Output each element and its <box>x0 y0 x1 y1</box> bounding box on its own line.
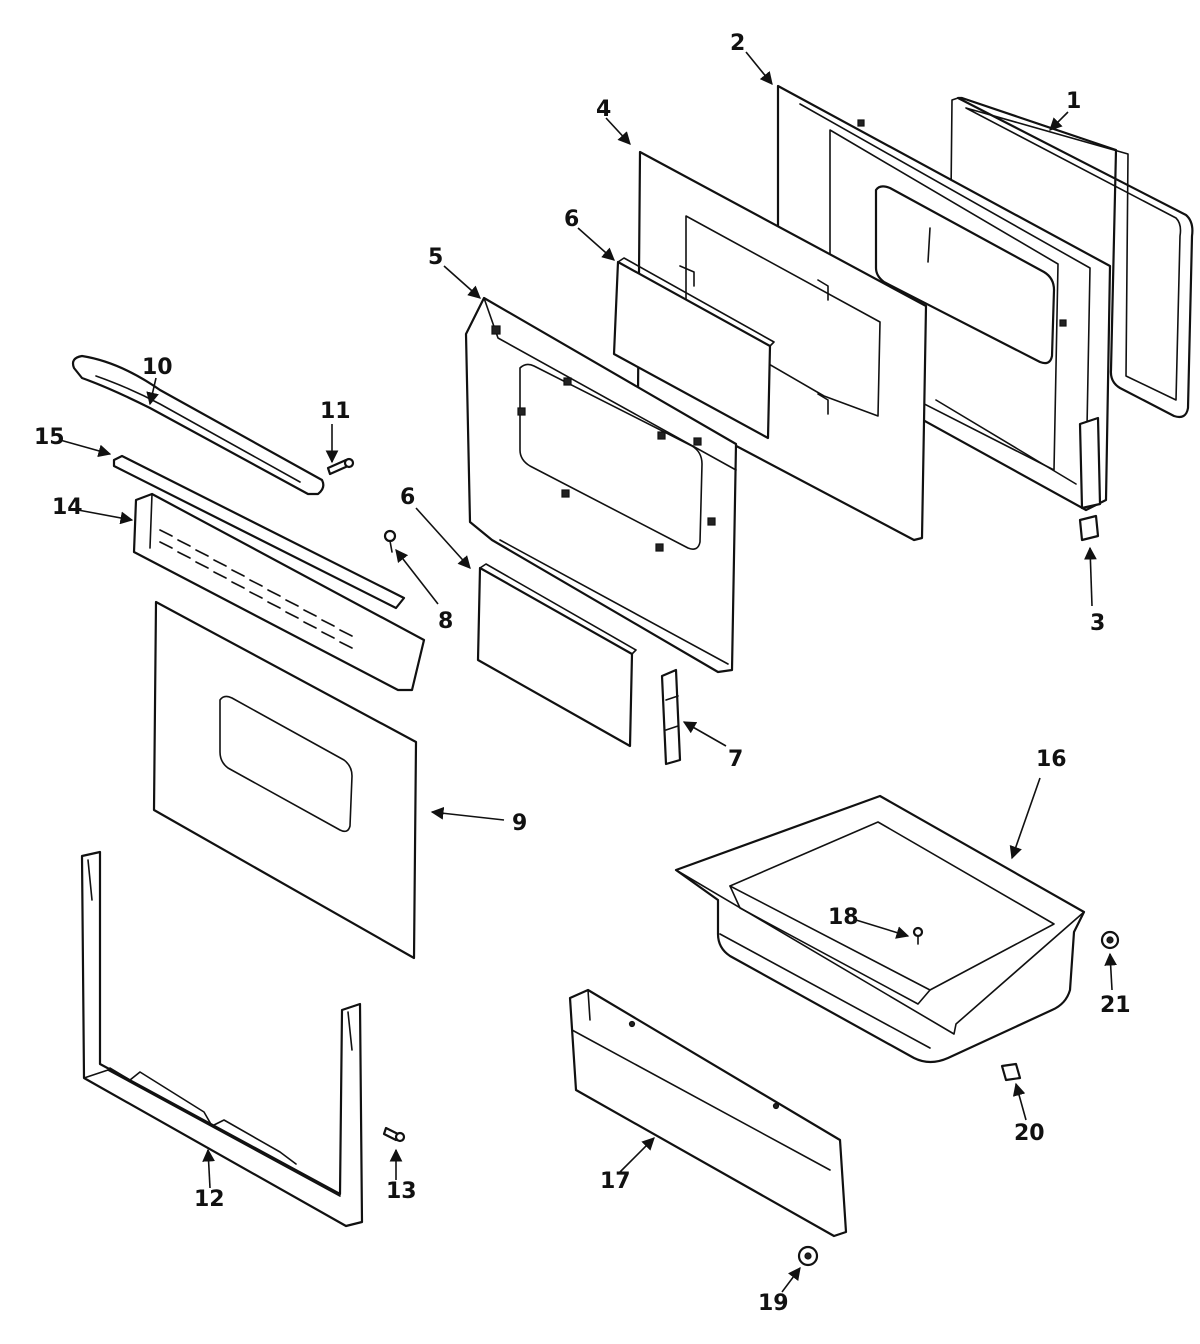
callout-14: 14 <box>52 495 83 520</box>
part-16-drawer-pan <box>674 794 1086 1064</box>
part-19-drawer-bumper <box>797 1245 819 1267</box>
callout-9: 9 <box>512 811 527 836</box>
callout-20: 20 <box>1014 1121 1045 1146</box>
callout-1: 1 <box>1066 89 1081 114</box>
part-6-upper-glass <box>612 257 775 440</box>
callout-4: 4 <box>596 97 611 122</box>
callout-15: 15 <box>34 425 65 450</box>
part-7-spacer-bracket <box>660 668 682 766</box>
callout-7: 7 <box>728 747 743 772</box>
part-5-door-liner <box>464 296 738 674</box>
part-20-drawer-roller <box>1000 1062 1022 1082</box>
part-17-drawer-front <box>568 988 848 1238</box>
part-14-vent-panel <box>132 492 426 692</box>
part-8-screw <box>383 529 397 553</box>
part-18-screw <box>912 926 924 945</box>
part-21-drawer-glide <box>1100 930 1120 950</box>
callout-11: 11 <box>320 399 351 424</box>
callout-5: 5 <box>428 245 443 270</box>
vent-slots <box>159 529 353 649</box>
callout-17: 17 <box>600 1169 631 1194</box>
callout-labels: 1 2 3 4 5 6 6 7 8 9 10 11 12 13 14 15 16… <box>34 31 1131 1316</box>
callout-18: 18 <box>828 905 859 930</box>
callout-10: 10 <box>142 355 173 380</box>
part-6-lower-glass <box>476 563 637 748</box>
callout-8: 8 <box>438 609 453 634</box>
part-10-door-handle <box>71 354 325 496</box>
callout-21: 21 <box>1100 993 1131 1018</box>
part-15-trim-strip <box>112 454 406 610</box>
callout-6-lower: 6 <box>400 485 415 510</box>
callout-2: 2 <box>730 31 745 56</box>
part-11-screw <box>326 457 355 476</box>
part-9-outer-door-panel <box>152 600 418 960</box>
part-13-screw <box>382 1126 406 1143</box>
leader-lines <box>59 51 1118 1293</box>
callout-19: 19 <box>758 1291 789 1316</box>
callout-13: 13 <box>386 1179 417 1204</box>
part-3-door-hinge-clip <box>1078 514 1100 542</box>
part-12-door-frame-bottom <box>80 850 364 1228</box>
callout-12: 12 <box>194 1187 225 1212</box>
callout-3: 3 <box>1090 611 1105 636</box>
callout-6-upper: 6 <box>564 207 579 232</box>
callout-16: 16 <box>1036 747 1067 772</box>
